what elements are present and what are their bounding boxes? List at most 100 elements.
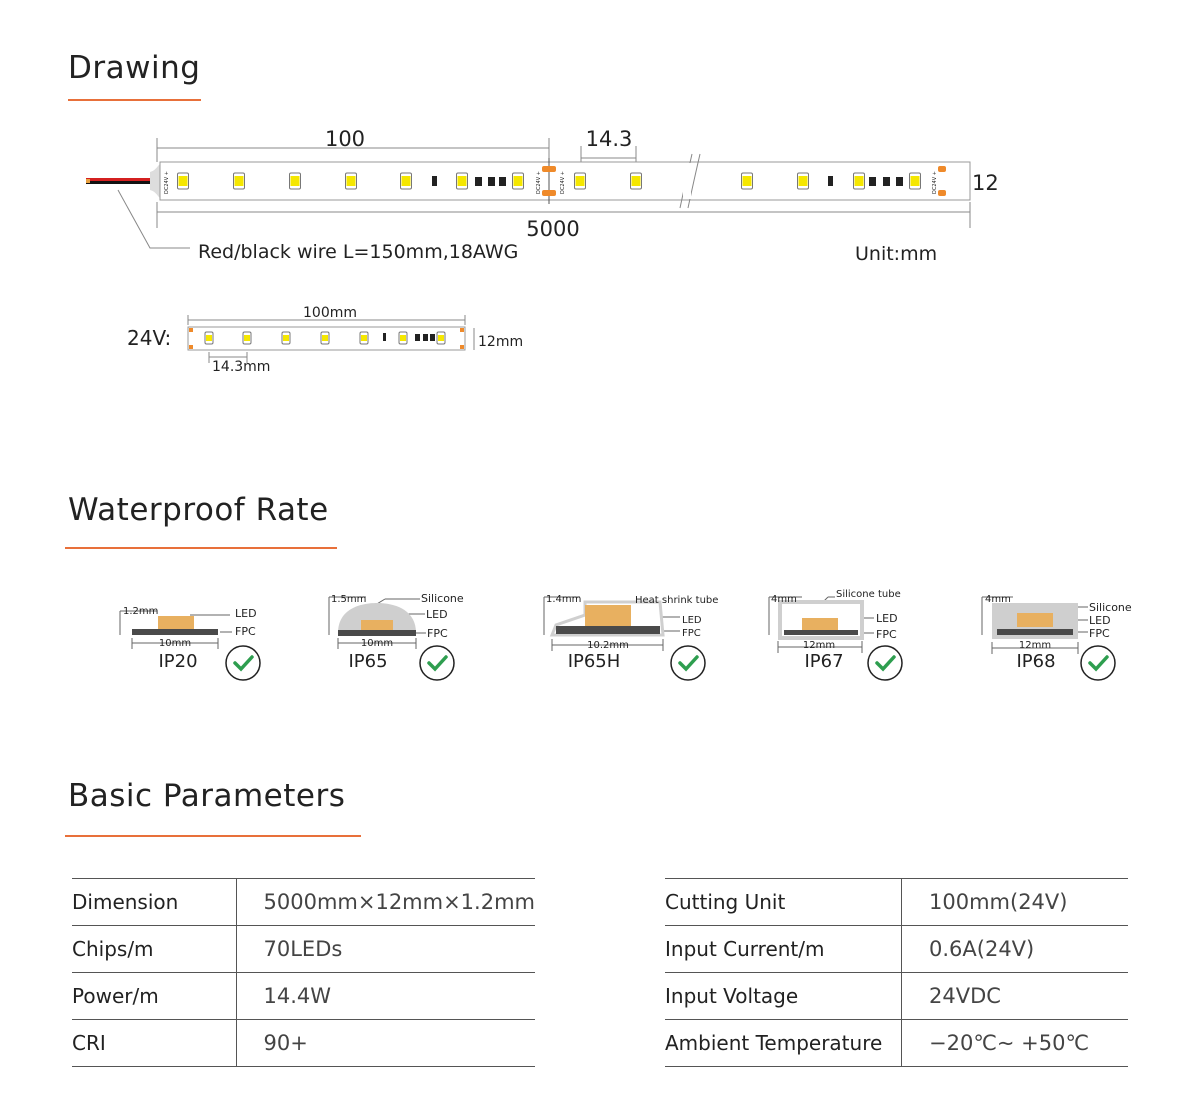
ip65h-label-tube: Heat shrink tube xyxy=(635,595,718,606)
section-underline xyxy=(65,835,361,837)
led-chip xyxy=(359,331,369,345)
param-value: 90+ xyxy=(235,1019,535,1067)
ip68-label-fpc: FPC xyxy=(1089,627,1110,640)
ip65-width: 10mm xyxy=(361,638,393,649)
param-value: 5000mm×12mm×1.2mm xyxy=(235,878,535,926)
led-chip xyxy=(436,331,446,345)
ip67-name: IP67 xyxy=(804,651,843,672)
ip67-width: 12mm xyxy=(803,640,835,651)
voltage-label: 24V: xyxy=(127,326,171,350)
check-icon xyxy=(418,644,456,682)
check-icon xyxy=(1079,644,1117,682)
ip67-label-led: LED xyxy=(876,612,898,625)
ic-chip xyxy=(488,177,495,186)
section-title-params: Basic Parameters xyxy=(68,778,346,814)
ip68-label-led: LED xyxy=(1089,614,1111,627)
ip68-height: 4mm xyxy=(985,594,1011,605)
led-chip xyxy=(289,172,301,190)
ip67-label-fpc: FPC xyxy=(876,628,897,641)
ip65h-width: 10.2mm xyxy=(587,640,629,651)
section-underline xyxy=(68,99,201,101)
led-chip xyxy=(853,172,865,190)
led-chip xyxy=(512,172,524,190)
resistor xyxy=(432,176,437,186)
ip68-diagram: 4mm 12mm Silicone LED FPC IP68 xyxy=(981,594,1132,682)
ip20-height: 1.2mm xyxy=(123,606,158,617)
pcb-mark: DC24V + xyxy=(560,171,566,194)
ic-chip xyxy=(869,177,876,186)
dim-width-label: 12 xyxy=(972,171,999,195)
param-key: Dimension xyxy=(72,878,236,926)
param-value: 70LEDs xyxy=(235,925,535,973)
ip65h-height: 1.4mm xyxy=(546,594,581,605)
param-key: Chips/m xyxy=(72,925,236,973)
ip65h-name: IP65H xyxy=(568,651,621,672)
ip68-name: IP68 xyxy=(1016,651,1055,672)
led-chip xyxy=(242,331,252,345)
wire-leader-line xyxy=(117,189,190,249)
dim-length-label: 5000 xyxy=(526,217,579,241)
param-value: 0.6A(24V) xyxy=(901,925,1128,973)
param-key: Cutting Unit xyxy=(665,878,902,926)
wire-label: Red/black wire L=150mm,18AWG xyxy=(198,241,518,263)
param-key: Ambient Temperature xyxy=(665,1019,902,1067)
pcb-mark: DC24V + xyxy=(164,171,170,194)
led-chip xyxy=(233,172,245,190)
ip68-label-silicone: Silicone xyxy=(1089,601,1132,614)
ic-chip xyxy=(883,177,890,186)
waterproof-diagrams: 1.2mm 10mm LED FPC IP20 1.5mm 10mm Silic… xyxy=(119,589,1132,682)
ip67-label-tube: Silicone tube xyxy=(836,589,901,600)
led-chip xyxy=(177,172,189,190)
ip20-name: IP20 xyxy=(158,651,197,672)
led-chip xyxy=(345,172,357,190)
ip65-height: 1.5mm xyxy=(331,594,366,605)
led-chip xyxy=(281,331,291,345)
led-chip xyxy=(400,172,412,190)
ip65-label-led: LED xyxy=(426,608,448,621)
check-icon xyxy=(866,644,904,682)
ip20-width: 10mm xyxy=(159,638,191,649)
ip68-width: 12mm xyxy=(1019,640,1051,651)
ip65h-label-fpc: FPC xyxy=(682,628,701,639)
strip-24v-drawing: 24V: 100mm 12mm 14.3mm xyxy=(127,305,523,375)
param-key: Input Voltage xyxy=(665,972,902,1020)
ic-chip xyxy=(499,177,506,186)
led-chip xyxy=(574,172,586,190)
pcb-mark: DC24V + xyxy=(932,171,938,194)
ip20-label-fpc: FPC xyxy=(235,625,256,638)
section-title-drawing: Drawing xyxy=(68,50,201,86)
table-row: Ambient Temperature−20℃∼ +50℃ xyxy=(665,1019,1128,1067)
red-wire xyxy=(86,178,150,181)
dim-pitch-label: 14.3 xyxy=(586,127,633,151)
ip67-height: 4mm xyxy=(771,594,797,605)
led-chip xyxy=(320,331,330,345)
solder-pad xyxy=(542,166,556,172)
led-chip xyxy=(797,172,809,190)
black-wire xyxy=(86,181,150,184)
param-value: 100mm(24V) xyxy=(901,878,1128,926)
unit-label: Unit:mm xyxy=(855,243,937,265)
ip67-diagram: 4mm 12mm Silicone tube LED FPC IP67 xyxy=(768,589,904,682)
strip-drawing: 100 14.3 5000 12 Red/black wire L=150mm,… xyxy=(86,127,999,265)
section-underline xyxy=(65,547,337,549)
small-pitch-label: 14.3mm xyxy=(212,359,270,375)
resistor xyxy=(828,176,833,186)
section-title-waterproof: Waterproof Rate xyxy=(68,492,329,528)
ip65-label-silicone: Silicone xyxy=(421,592,464,605)
ip20-label-led: LED xyxy=(235,607,257,620)
small-segment-label: 100mm xyxy=(303,305,357,321)
led-chip xyxy=(909,172,921,190)
led-chip xyxy=(630,172,642,190)
ip65-label-fpc: FPC xyxy=(427,627,448,640)
ip65h-diagram: 1.4mm 10.2mm Heat shrink tube LED FPC IP… xyxy=(543,594,718,682)
led-chip xyxy=(741,172,753,190)
led-chip xyxy=(398,331,408,345)
ip65-diagram: 1.5mm 10mm Silicone LED FPC IP65 xyxy=(328,592,464,682)
